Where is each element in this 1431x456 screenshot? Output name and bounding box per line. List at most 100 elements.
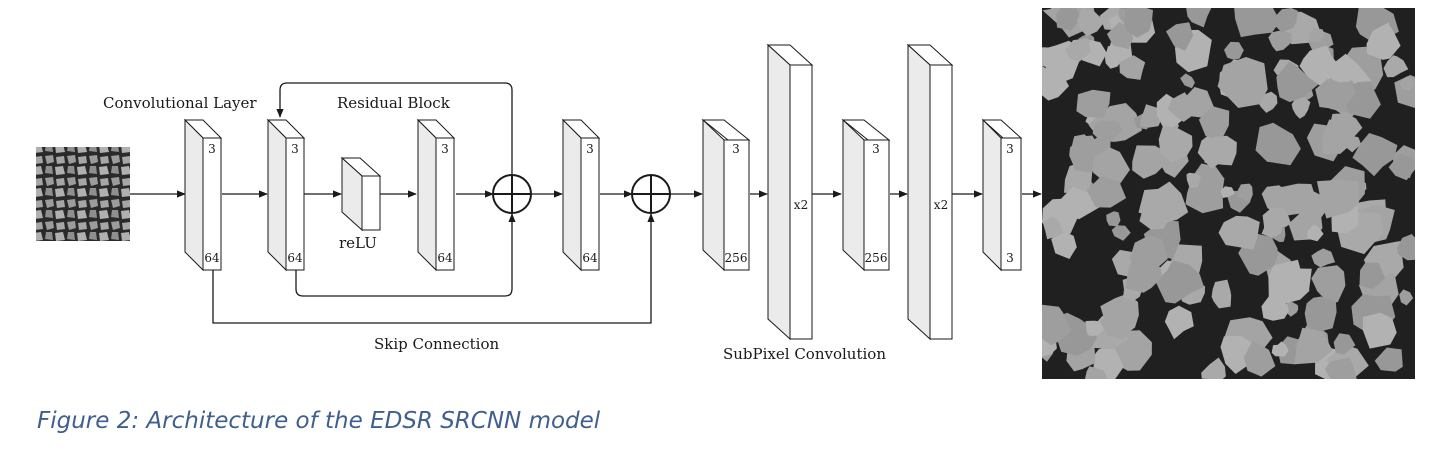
up-conv2-channels-label: 256	[865, 251, 888, 265]
grain-particle	[1086, 176, 1127, 208]
grain-particle	[1234, 8, 1281, 38]
grain-particle	[1168, 92, 1194, 122]
grain-particle	[1204, 135, 1237, 166]
skip-connection-label: Skip Connection	[374, 335, 499, 353]
grain-particle	[1271, 341, 1289, 357]
pixel-shuffle1-block: x2	[766, 43, 814, 341]
grain-particle	[1100, 309, 1135, 340]
grain-particle	[1285, 301, 1299, 317]
grain-particle	[1111, 225, 1131, 241]
grain-particle	[1276, 8, 1298, 33]
grain-particle	[1042, 216, 1064, 240]
grain-particle	[1119, 55, 1146, 80]
grain-particle	[1359, 262, 1386, 290]
conv-layer-label: Convolutional Layer	[103, 94, 257, 112]
grain-particle	[1201, 357, 1226, 379]
skip-connection-line	[212, 213, 655, 324]
grain-particle	[1085, 320, 1104, 337]
grain-particle	[1352, 133, 1398, 177]
shuffle1-scale-label: x2	[794, 198, 808, 212]
grain-particle	[1065, 38, 1091, 62]
grain-particle	[1123, 8, 1153, 38]
grain-particle	[1315, 75, 1356, 110]
connections	[130, 82, 1042, 324]
conv2-channels-label: 64	[582, 251, 598, 265]
grain-particle	[1139, 199, 1172, 230]
grain-particle	[1261, 220, 1283, 238]
grain-particle	[1299, 45, 1341, 87]
out-conv-kernel-label: 3	[1006, 142, 1014, 156]
up-conv1-kernel-label: 3	[732, 142, 740, 156]
grain-particle	[1106, 211, 1121, 227]
conv1-kernel-label: 3	[208, 142, 216, 156]
grain-particle	[1164, 305, 1194, 340]
grain-particle	[1243, 340, 1276, 377]
grain-particle	[1158, 125, 1193, 163]
up-conv1-channels-label: 256	[725, 251, 748, 265]
grain-particle	[1333, 333, 1356, 355]
grain-particle	[1132, 145, 1170, 179]
relu-block	[340, 156, 382, 232]
input-image	[36, 147, 130, 241]
grain-particle	[1042, 304, 1072, 346]
grain-particle	[1374, 347, 1403, 372]
grain-particle	[1383, 55, 1409, 78]
grain-particle	[1076, 89, 1111, 118]
grain-particle	[1311, 248, 1336, 268]
grain-particle	[1085, 366, 1108, 379]
grain-particle	[1268, 30, 1292, 52]
grain-particle	[1217, 57, 1268, 108]
grain-particle	[1155, 260, 1204, 304]
residual-conv2-block: 3 64	[416, 118, 456, 272]
grain-particle	[1291, 97, 1311, 119]
res-conv2-channels-label: 64	[437, 251, 453, 265]
residual-conv1-block: 3 64	[266, 118, 306, 272]
conv1-channels-label: 64	[204, 251, 220, 265]
grain-particle	[1236, 183, 1253, 202]
grain-particle	[1077, 8, 1104, 37]
grain-particle	[1388, 153, 1415, 181]
out-conv-channels-label: 3	[1006, 251, 1014, 265]
grain-particle	[1186, 172, 1202, 188]
grain-particle	[1311, 265, 1346, 304]
grain-particle	[1211, 279, 1232, 309]
res-conv2-kernel-label: 3	[441, 142, 449, 156]
relu-label: reLU	[339, 234, 377, 252]
residual-block-label: Residual Block	[337, 94, 451, 112]
output-conv-block: 3 3	[981, 118, 1023, 272]
sum-node-residual	[492, 174, 532, 214]
grain-particle	[1399, 76, 1415, 91]
residual-loopback-line	[276, 82, 513, 174]
grain-particle	[1186, 8, 1212, 28]
conv1-block: 3 64	[183, 118, 223, 272]
shuffle2-scale-label: x2	[934, 198, 948, 212]
grain-particle	[1166, 22, 1194, 51]
figure-caption: Figure 2: Architecture of the EDSR SRCNN…	[37, 408, 601, 434]
grain-particle	[1255, 122, 1301, 166]
grain-particle	[1139, 104, 1162, 128]
grain-particle	[1397, 234, 1415, 261]
grain-particle	[1308, 27, 1325, 43]
up-conv2-kernel-label: 3	[872, 142, 880, 156]
grain-particle	[1345, 135, 1362, 153]
pixel-shuffle2-block: x2	[906, 43, 954, 341]
grain-particle	[1316, 179, 1359, 219]
grain-particle	[1399, 289, 1414, 306]
grain-particle	[1042, 66, 1069, 101]
grain-particle	[1198, 106, 1230, 141]
grain-particle	[1325, 357, 1357, 379]
grain-particle	[1330, 62, 1353, 83]
sum-node-skip	[631, 174, 671, 214]
upsample-conv2-block: 3 256	[841, 118, 891, 272]
grain-particle	[1362, 312, 1397, 349]
grain-particle	[1268, 259, 1310, 304]
grain-particle	[1092, 120, 1123, 144]
output-image	[1042, 8, 1415, 379]
residual-identity-line	[295, 213, 516, 297]
grain-particle	[1307, 224, 1324, 242]
upsample-conv1-block: 3 256	[701, 118, 751, 272]
grain-particle	[1366, 22, 1401, 60]
grain-particle	[1051, 229, 1077, 259]
subpixel-convolution-label: SubPixel Convolution	[723, 345, 886, 363]
grain-particle	[1056, 8, 1082, 31]
